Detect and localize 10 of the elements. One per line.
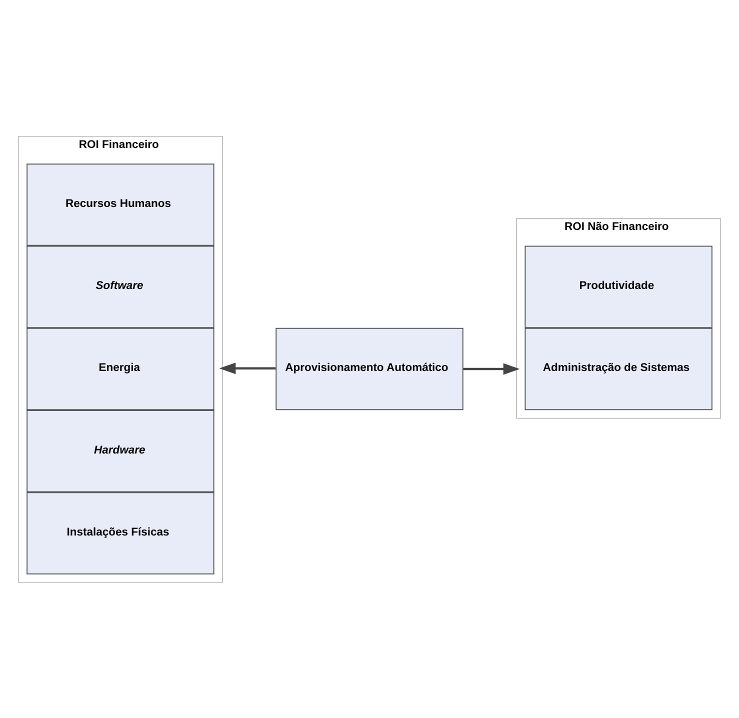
node-box: Aprovisionamento Automático	[276, 327, 464, 410]
node-box: Recursos Humanos	[26, 163, 214, 246]
node-box: Produtividade	[524, 245, 712, 328]
node-box: Software	[26, 245, 214, 328]
node-box: Hardware	[26, 410, 214, 492]
arrow	[463, 362, 520, 374]
node-box: Administração de Sistemas	[524, 327, 712, 410]
node-box: Instalações Físicas	[26, 492, 214, 574]
node-box: Energia	[26, 327, 214, 410]
arrow	[219, 362, 276, 374]
